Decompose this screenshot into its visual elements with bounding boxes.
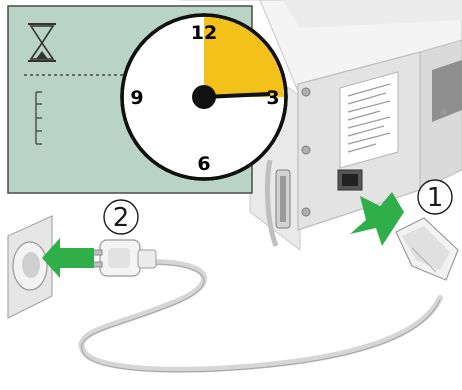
clock-numeral-9: 9 [130, 87, 143, 109]
power-connector-icon [395, 217, 459, 281]
step-1-label: 1 [427, 183, 444, 213]
hourglass-icon [28, 23, 56, 62]
arrow-icon [42, 238, 94, 278]
step-1-badge: 1 [417, 179, 453, 215]
wall-outlet-icon [7, 215, 53, 319]
clock-numeral-3: 3 [266, 87, 279, 109]
clock-numeral-12: 12 [191, 22, 217, 44]
arrow-icon [350, 192, 404, 246]
power-cable [78, 259, 443, 373]
step-2-badge: 2 [103, 199, 139, 235]
clock-numeral-6: 6 [197, 153, 210, 175]
scale-ticks [35, 91, 42, 145]
step-2-label: 2 [113, 203, 130, 233]
elapsed-time-sector [204, 17, 284, 97]
clock-face: 12 3 6 9 [120, 13, 288, 181]
waiting-time-panel: 12 3 6 9 [7, 5, 288, 194]
power-plug-icon [87, 239, 157, 277]
printer-icon [180, 0, 462, 252]
